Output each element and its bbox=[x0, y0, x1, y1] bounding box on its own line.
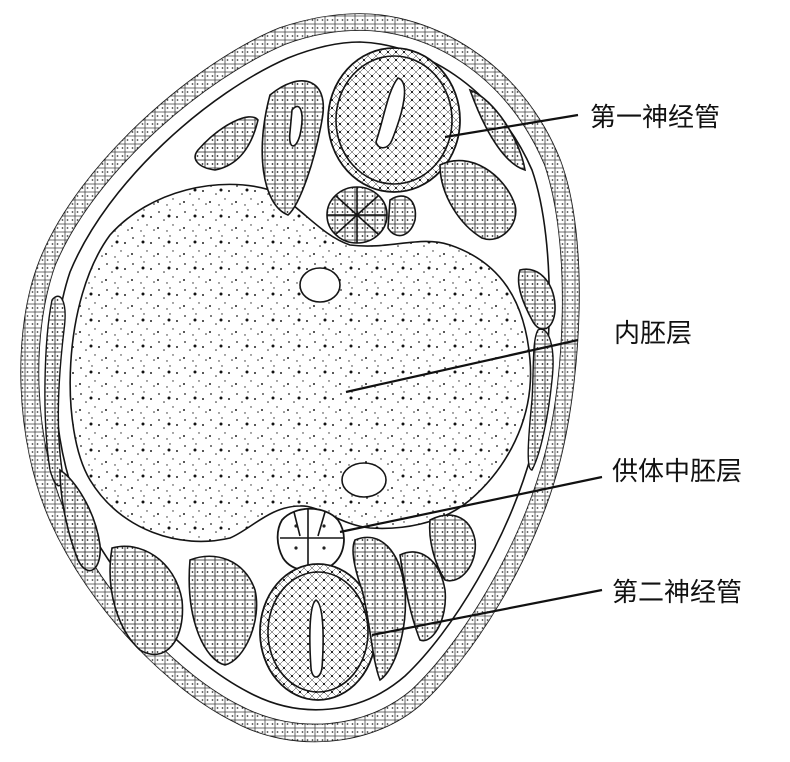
endoderm-cavity-upper bbox=[299, 267, 341, 303]
leader-line-endoderm bbox=[345, 338, 579, 394]
notochord-upper bbox=[326, 186, 388, 244]
endoderm-mass bbox=[69, 183, 532, 543]
left-lateral-mesoderm bbox=[44, 295, 66, 487]
somatopleure-line bbox=[54, 41, 551, 711]
leader-line-neural-tube-2 bbox=[371, 588, 603, 637]
leader-line-commensal-mesoderm bbox=[339, 475, 603, 534]
neural-tube-1-outline-inner bbox=[335, 55, 453, 185]
neural-tube-1-lumen bbox=[375, 77, 406, 149]
label-commensal-mesoderm: 供体中胚层 bbox=[612, 457, 742, 487]
right-lateral-mesoderm bbox=[527, 328, 554, 471]
endoderm-cavity-lower bbox=[341, 462, 387, 498]
label-neural-tube-2: 第二神经管 bbox=[612, 578, 742, 608]
body-wall bbox=[20, 13, 580, 743]
label-neural-tube-1: 第一神经管 bbox=[590, 103, 720, 133]
label-endoderm: 内胚层 bbox=[614, 319, 692, 349]
leader-line-neural-tube-1 bbox=[444, 113, 579, 139]
neural-tube-2 bbox=[259, 563, 377, 701]
lower-somites bbox=[59, 468, 477, 682]
neural-tube-1 bbox=[327, 47, 461, 193]
upper-somites bbox=[194, 80, 556, 330]
commensal-mesoderm-block bbox=[276, 507, 345, 572]
